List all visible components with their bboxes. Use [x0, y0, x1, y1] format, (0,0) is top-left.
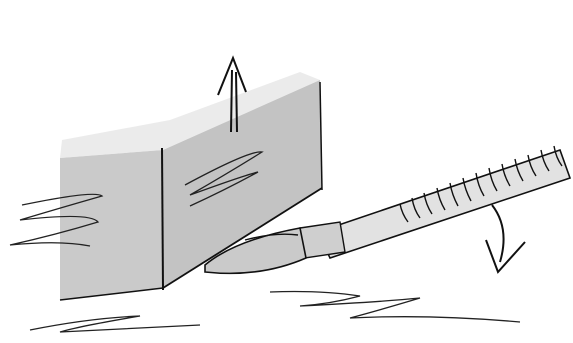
ground-scribbles — [30, 292, 520, 333]
box-edge-vertical — [162, 148, 163, 290]
crowbar-neck — [300, 222, 345, 258]
ground-scribble-left — [30, 316, 200, 332]
down-curved-arrow-icon — [486, 205, 525, 272]
crowbar-shaft — [318, 150, 570, 258]
box-left-face — [60, 150, 163, 300]
ground-scribble-right — [270, 292, 520, 323]
